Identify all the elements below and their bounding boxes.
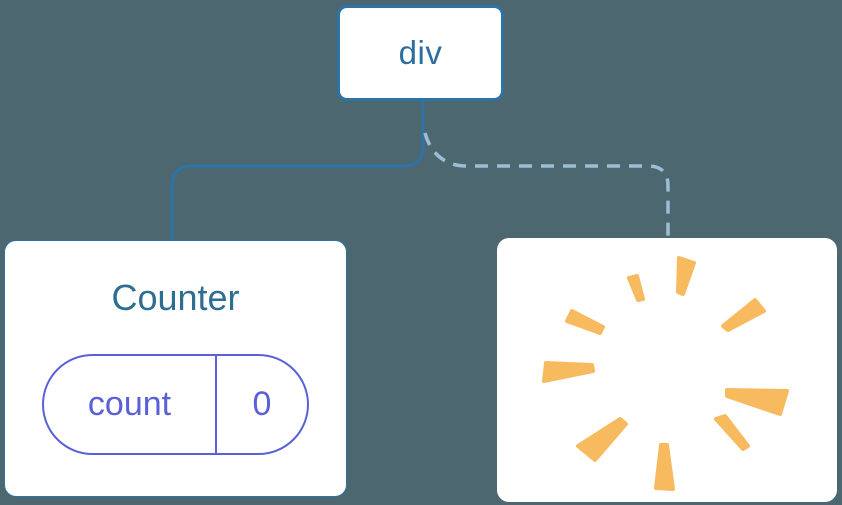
div-label: div	[398, 34, 443, 71]
edge-div-to-removed	[423, 132, 670, 239]
poof-icon	[542, 256, 789, 491]
state-value-label: 0	[252, 384, 272, 423]
node-removed	[497, 238, 837, 502]
edge-div-to-counter	[170, 101, 425, 241]
node-div: div	[337, 5, 504, 101]
counter-title: Counter	[111, 277, 240, 318]
node-counter: Counter count 0	[4, 240, 347, 497]
state-pill: count 0	[42, 353, 309, 455]
state-name-label: count	[87, 384, 172, 423]
state-pill-divider	[215, 355, 217, 453]
